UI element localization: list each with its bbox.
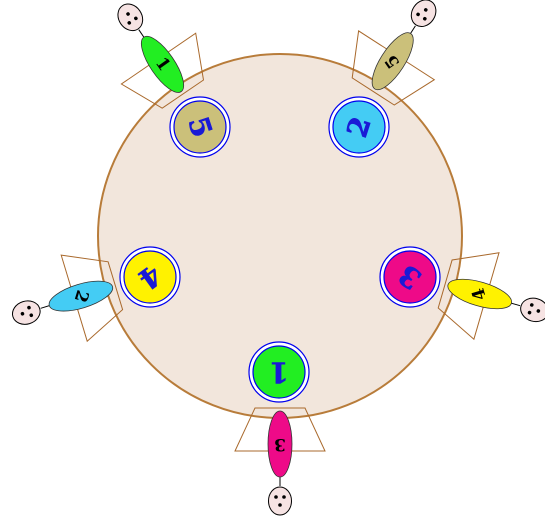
plate-4: 4 bbox=[120, 247, 180, 307]
face-icon bbox=[269, 487, 292, 515]
plate-3: 3 bbox=[380, 247, 440, 307]
face-icon bbox=[10, 298, 43, 328]
face-icon bbox=[406, 0, 441, 31]
plate-2: 2 bbox=[329, 97, 389, 157]
face-icon bbox=[113, 0, 148, 35]
diner-3: 3 bbox=[235, 408, 325, 515]
plate-1: 1 bbox=[249, 342, 309, 402]
face-icon bbox=[518, 295, 545, 325]
plate-5: 5 bbox=[170, 97, 230, 157]
plate-label: 1 bbox=[269, 356, 288, 389]
person-label: 3 bbox=[274, 434, 286, 454]
